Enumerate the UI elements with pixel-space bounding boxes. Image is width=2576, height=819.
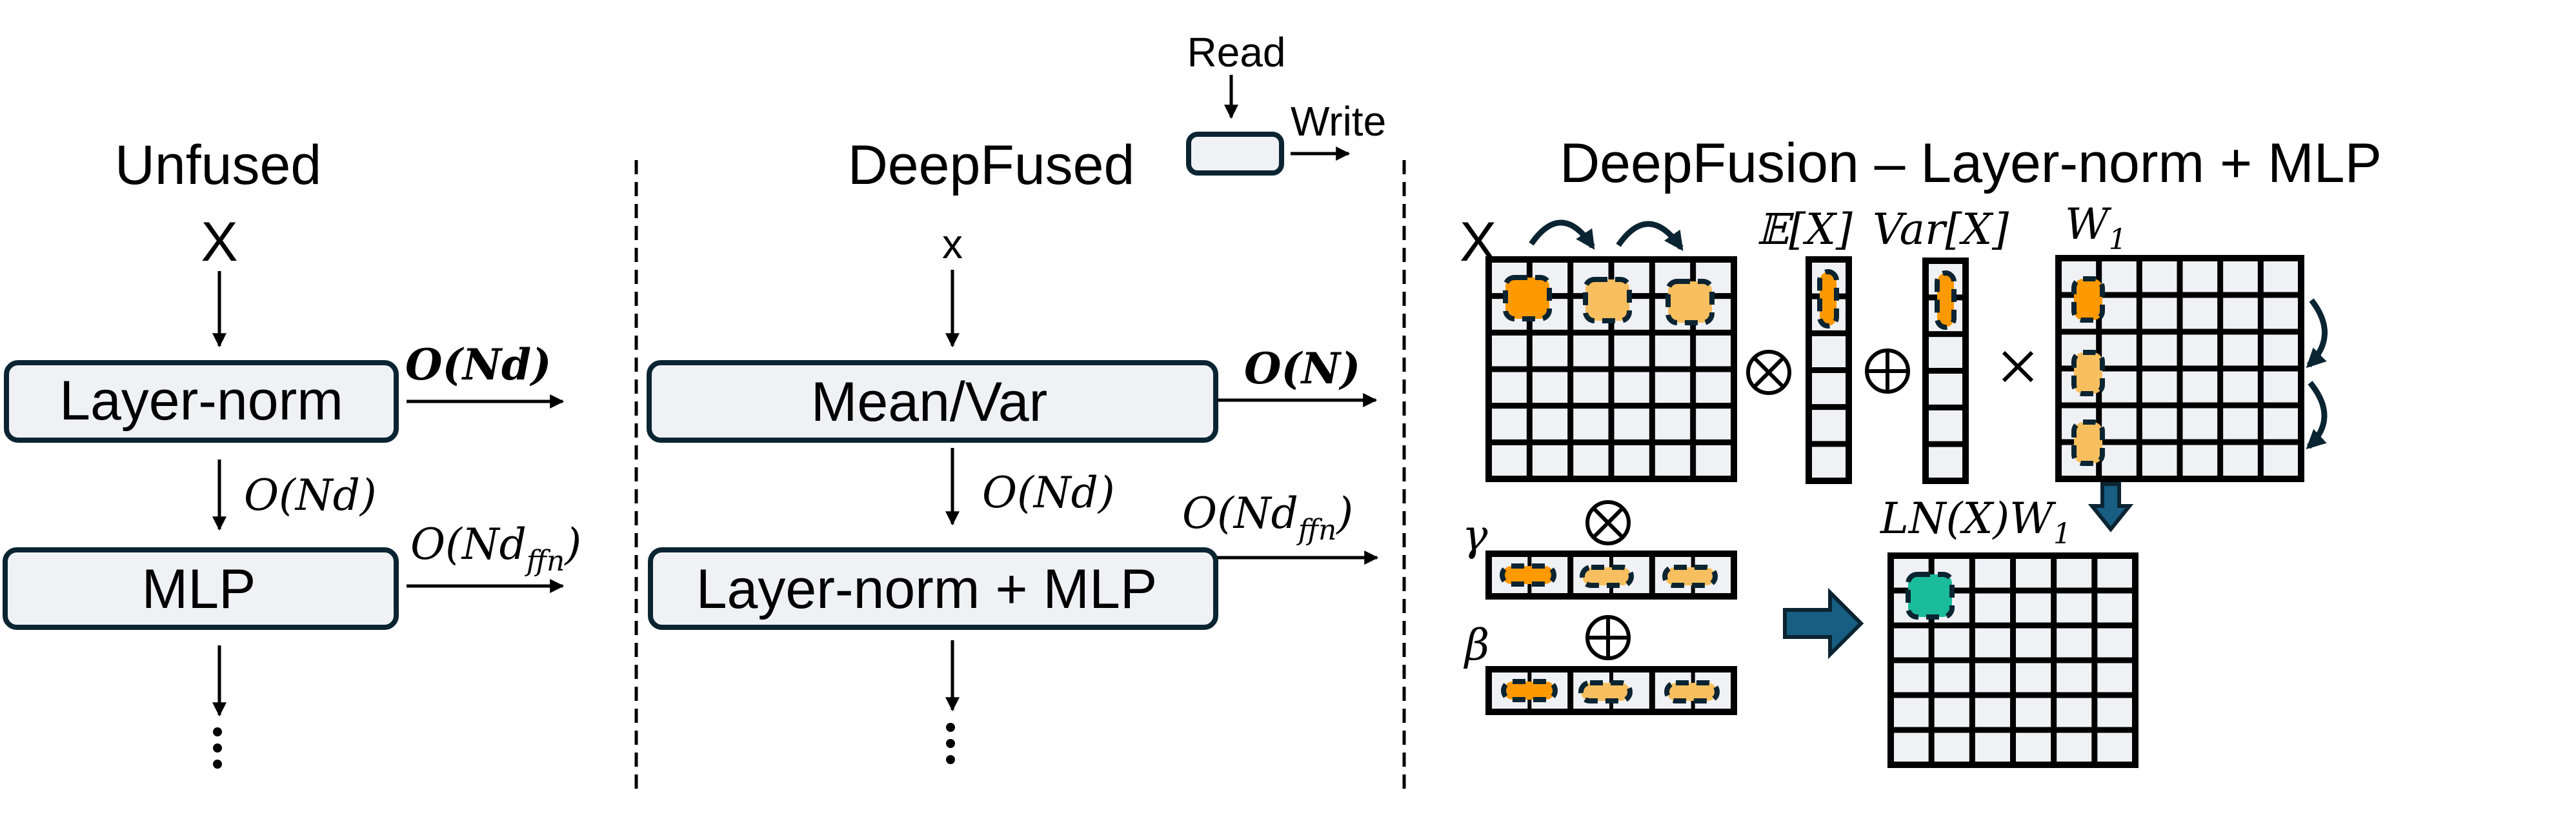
w1-output-block-arrow-icon	[2088, 482, 2134, 532]
unfused-continuation-dots	[213, 727, 222, 769]
unfused-layernorm-label: Layer-norm	[59, 370, 343, 432]
mean-vector-label: 𝔼[X]	[1756, 205, 1853, 254]
gamma-vector	[1485, 551, 1737, 600]
matmul-operator-icon	[2002, 350, 2034, 383]
x-tile-next	[1583, 277, 1632, 323]
deepfused-layernorm-mlp-block	[648, 547, 1218, 630]
add-operator-icon	[1865, 349, 1910, 394]
x-traverse-arrow-2	[1616, 221, 1684, 251]
gamma-tile-active	[1500, 563, 1556, 587]
beta-vector	[1485, 666, 1737, 715]
unfused-input-label: X	[201, 211, 237, 273]
unfused-mlp-label: MLP	[142, 558, 256, 620]
gamma-tile-later	[1662, 565, 1718, 588]
unfused-layernorm-block	[4, 360, 399, 443]
w1-tile-active	[2071, 276, 2105, 323]
w1-traverse-arrow-1	[2306, 298, 2328, 369]
gamma-label: γ	[1462, 511, 1488, 560]
deepfused-section: DeepFused x Mean/Var O(N) O(Nd) Layer-no…	[647, 134, 1379, 764]
unfused-layernorm-write-cost: O(Nd)	[405, 339, 551, 390]
x-traverse-arrow-1	[1529, 219, 1595, 250]
output-matrix	[1887, 552, 2138, 768]
output-tile-active	[1906, 572, 1955, 620]
unfused-read-cost: O(Nd)	[244, 470, 377, 520]
mean-tile-active	[1817, 269, 1839, 329]
unfused-title: Unfused	[115, 134, 321, 196]
legend-memory-box	[1186, 132, 1284, 176]
unfused-mlp-block	[3, 547, 399, 630]
beta-add-operator-icon	[1585, 615, 1631, 660]
beta-label: β	[1463, 620, 1489, 670]
mean-vector-border	[1806, 256, 1852, 484]
beta-tile-later	[1664, 680, 1720, 703]
unfused-section: Unfused X Layer-norm O(Nd) O(Nd) MLP O(N…	[3, 134, 581, 769]
output-matrix-border	[1887, 552, 2138, 768]
deepfused-title: DeepFused	[848, 134, 1135, 196]
gamma-tile-next	[1580, 565, 1634, 588]
combine-block-arrow-icon	[1783, 587, 1864, 660]
deepfused-read-cost: O(Nd)	[982, 468, 1115, 518]
beta-vector-border	[1485, 666, 1737, 715]
w1-matrix-label: W1	[2065, 199, 2127, 256]
deepfusion-title: DeepFusion – Layer-norm + MLP	[1560, 132, 2382, 194]
w1-tile-next	[2071, 350, 2105, 396]
deepfused-layernorm-mlp-label: Layer-norm + MLP	[696, 558, 1158, 620]
x-matrix	[1485, 256, 1737, 482]
unfused-mlp-write-cost: O(Ndffn)	[410, 520, 581, 578]
var-tile-active	[1935, 270, 1957, 330]
deepfused-input-label: x	[942, 221, 963, 267]
deepfused-meanvar-block	[647, 360, 1218, 443]
var-vector-label: Var[X]	[1873, 205, 2009, 254]
beta-tile-active	[1501, 679, 1558, 702]
gamma-vector-border	[1485, 551, 1737, 600]
var-vector	[1922, 258, 1969, 484]
x-tile-active	[1503, 275, 1552, 321]
beta-tile-next	[1578, 680, 1633, 703]
gamma-mul-operator-icon	[1585, 500, 1631, 545]
var-vector-border	[1922, 258, 1969, 484]
w1-matrix	[2055, 255, 2304, 482]
w1-matrix-border	[2055, 255, 2304, 482]
legend-write-label: Write	[1291, 98, 1386, 145]
w1-tile-later	[2071, 420, 2105, 466]
output-matrix-label: LN(X)W1	[1880, 494, 2071, 551]
x-matrix-border	[1485, 256, 1737, 482]
x-tile-later	[1665, 279, 1715, 325]
deepfused-layernorm-mlp-write-cost: O(Ndffn)	[1182, 489, 1353, 547]
mean-vector	[1806, 256, 1852, 484]
deepfused-meanvar-label: Mean/Var	[811, 371, 1047, 433]
legend-read-label: Read	[1187, 29, 1286, 76]
deepfusion-section: DeepFusion – Layer-norm + MLP X 𝔼[X] Var…	[1460, 132, 2382, 768]
w1-traverse-arrow-2	[2306, 381, 2328, 450]
deepfused-continuation-dots	[946, 723, 955, 764]
read-write-legend: Read Write	[1186, 29, 1386, 176]
deepfused-meanvar-write-cost: O(N)	[1244, 343, 1360, 394]
mul-operator-icon	[1746, 350, 1791, 395]
